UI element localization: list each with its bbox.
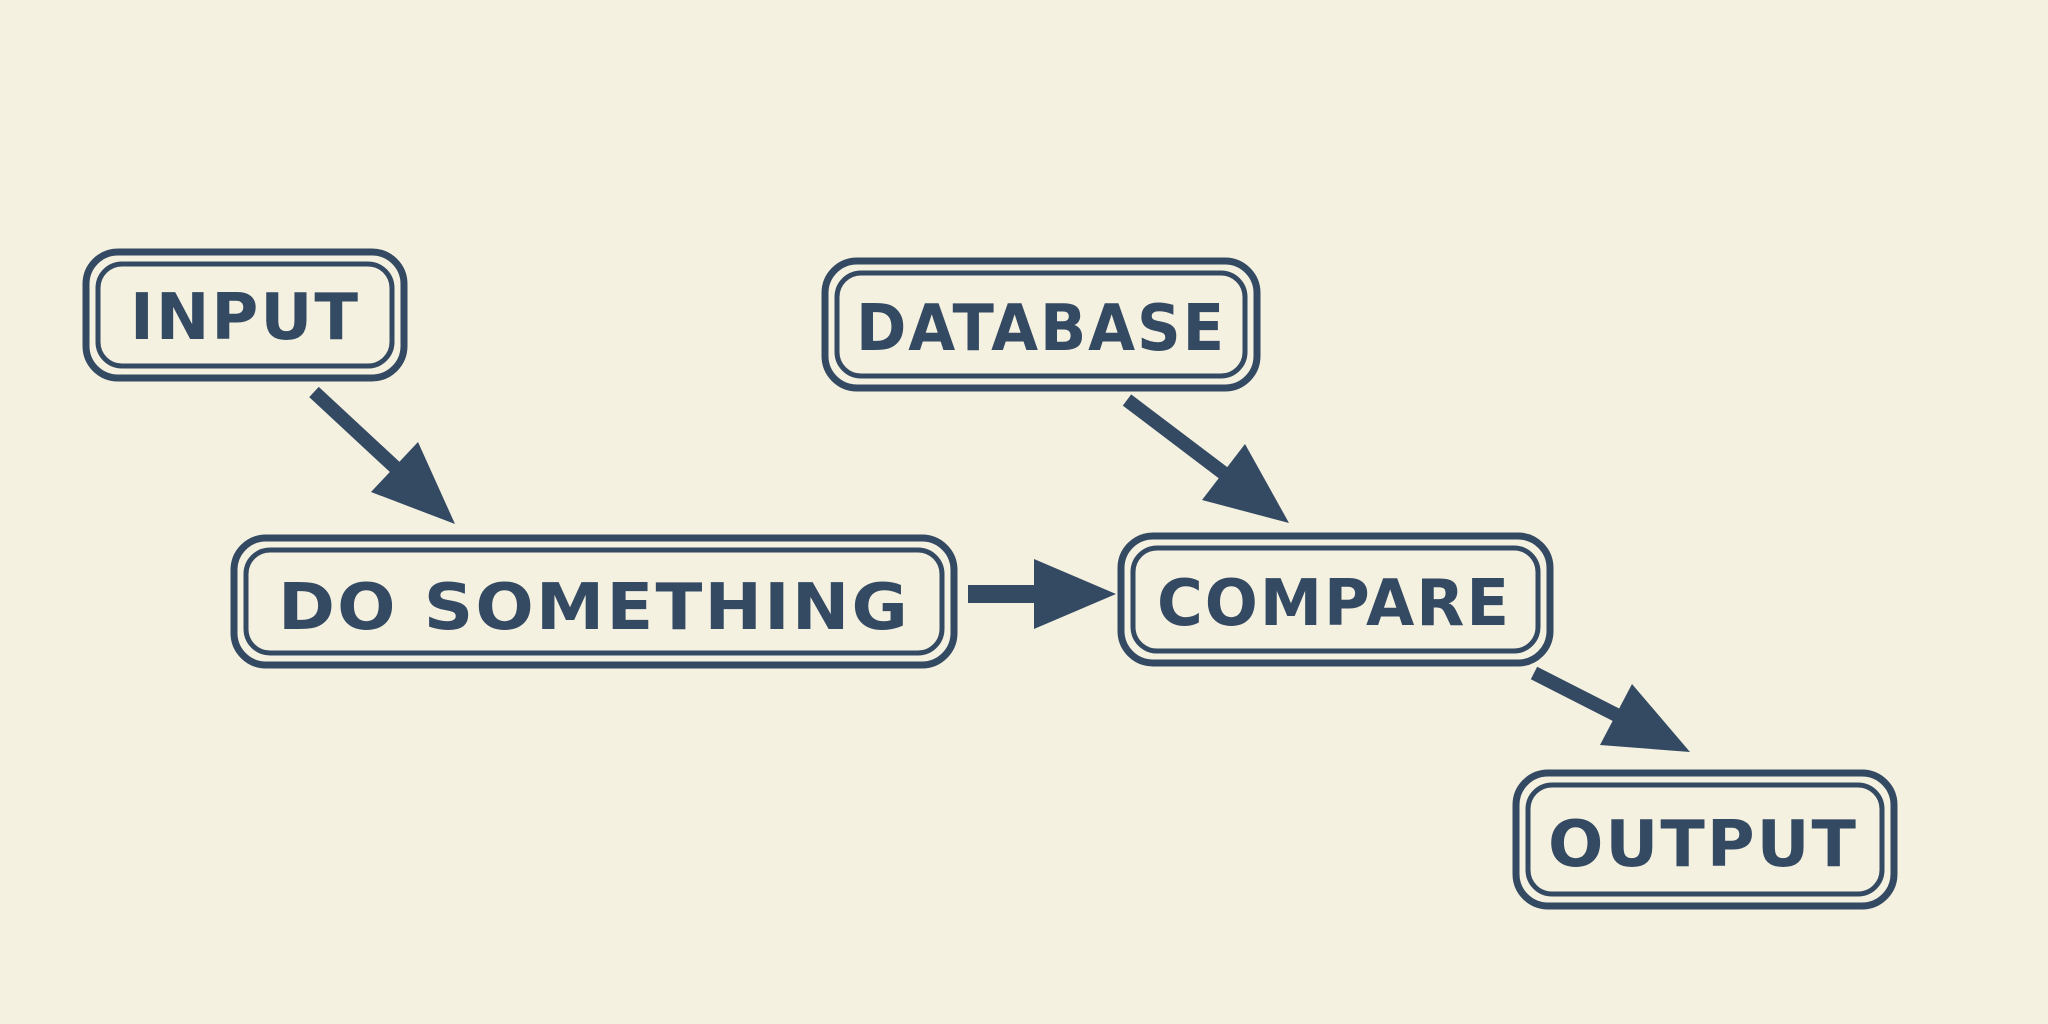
node-compare-inner-frame xyxy=(1130,545,1541,654)
node-compare-outer-frame xyxy=(1117,532,1554,667)
edge-input-to-do-something-shaft xyxy=(309,386,403,476)
edge-do-something-to-compare xyxy=(968,559,1116,629)
node-do-something-label: DO SOMETHING xyxy=(278,571,910,645)
edge-input-to-do-something-arrowhead xyxy=(371,442,455,524)
node-compare: COMPARE xyxy=(1117,532,1554,667)
node-database-inner-frame xyxy=(834,270,1248,379)
node-output: OUTPUT xyxy=(1512,769,1898,910)
edge-database-to-compare-shaft xyxy=(1122,394,1235,484)
edge-database-to-compare xyxy=(1122,394,1289,523)
node-input-inner-frame xyxy=(95,261,395,369)
edge-do-something-to-compare-arrowhead xyxy=(1034,559,1116,629)
node-input: INPUT xyxy=(82,248,408,382)
node-database-outer-frame xyxy=(821,257,1261,392)
node-database-label: DATABASE xyxy=(856,292,1226,366)
edge-database-to-compare-arrowhead xyxy=(1202,444,1289,523)
edge-input-to-do-something xyxy=(309,386,455,524)
edge-compare-to-output-arrowhead xyxy=(1600,684,1690,752)
edge-compare-to-output xyxy=(1530,666,1690,752)
node-input-label: INPUT xyxy=(130,281,360,355)
node-compare-label: COMPARE xyxy=(1157,567,1511,641)
node-output-outer-frame xyxy=(1512,769,1898,910)
node-input-outer-frame xyxy=(82,248,408,382)
node-output-label: OUTPUT xyxy=(1548,808,1858,882)
node-database: DATABASE xyxy=(821,257,1261,392)
node-output-inner-frame xyxy=(1525,782,1885,897)
node-do-something-inner-frame xyxy=(243,547,945,656)
node-do-something: DO SOMETHING xyxy=(230,534,958,669)
node-do-something-outer-frame xyxy=(230,534,958,669)
